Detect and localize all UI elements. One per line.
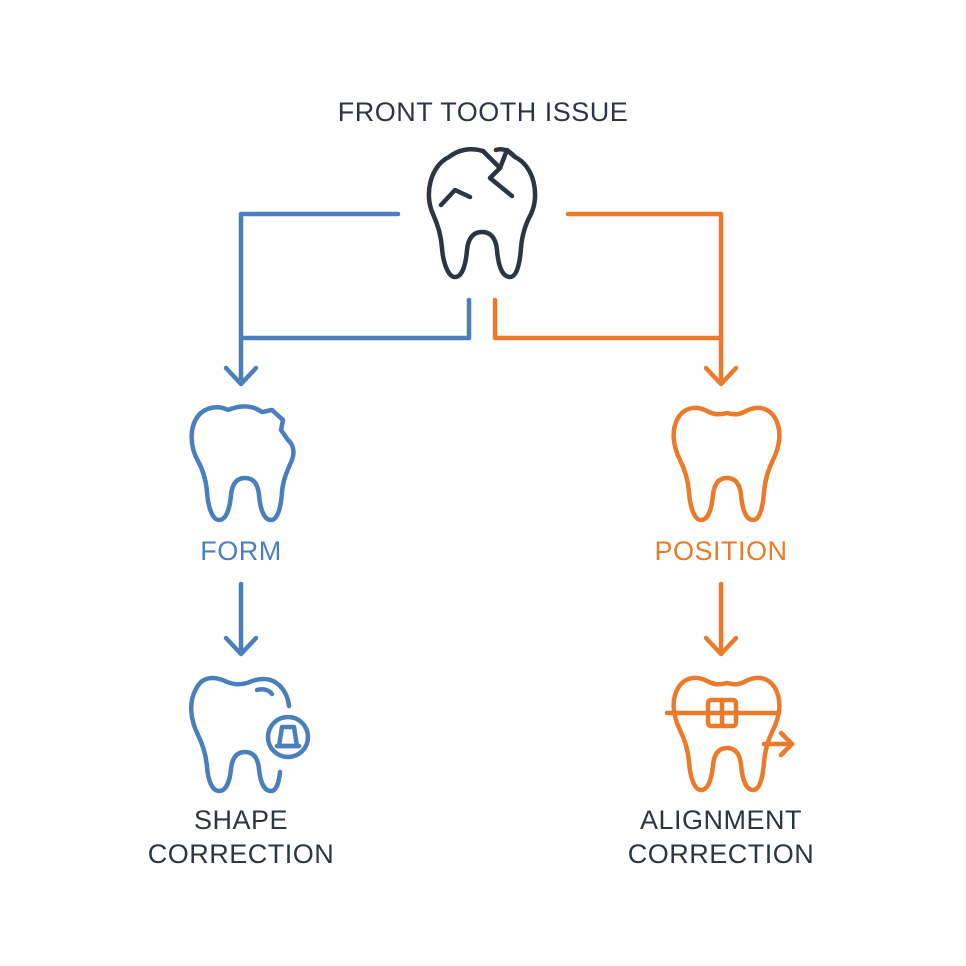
- alignment-correction-label: ALIGNMENT CORRECTION: [591, 803, 851, 871]
- arrow-down-icon: [703, 635, 739, 657]
- tooth-with-braces-icon: [664, 675, 782, 793]
- arrow-down-icon: [703, 365, 739, 387]
- connector-line-left-inner: [238, 297, 472, 341]
- alignment-correction-line2: CORRECTION: [627, 839, 815, 869]
- position-label: POSITION: [654, 536, 788, 566]
- chipped-tooth-icon: [189, 404, 296, 523]
- arrow-down-icon: [223, 635, 259, 657]
- form-label: FORM: [200, 536, 282, 566]
- alignment-correction-line1: ALIGNMENT: [639, 805, 803, 835]
- shape-correction-line1: SHAPE: [193, 805, 289, 835]
- connector-line-left-outer: [238, 211, 401, 381]
- shape-correction-label: SHAPE CORRECTION: [121, 803, 361, 871]
- shape-correction-line2: CORRECTION: [147, 839, 335, 869]
- tooth-icon: [671, 405, 782, 523]
- position-connector: [492, 211, 739, 387]
- diagram-title: FRONT TOOTH ISSUE: [337, 97, 629, 127]
- connector-line-right-inner: [492, 297, 724, 341]
- connector-line-right-outer: [565, 211, 724, 381]
- cracked-tooth-icon: [426, 147, 538, 280]
- form-connector: [223, 211, 472, 387]
- arrow-right-icon: [761, 730, 795, 758]
- position-to-alignment-arrow: [703, 581, 739, 657]
- form-to-shape-arrow: [223, 581, 259, 657]
- tooth-with-crown-icon: [189, 675, 311, 794]
- arrow-down-icon: [223, 365, 259, 387]
